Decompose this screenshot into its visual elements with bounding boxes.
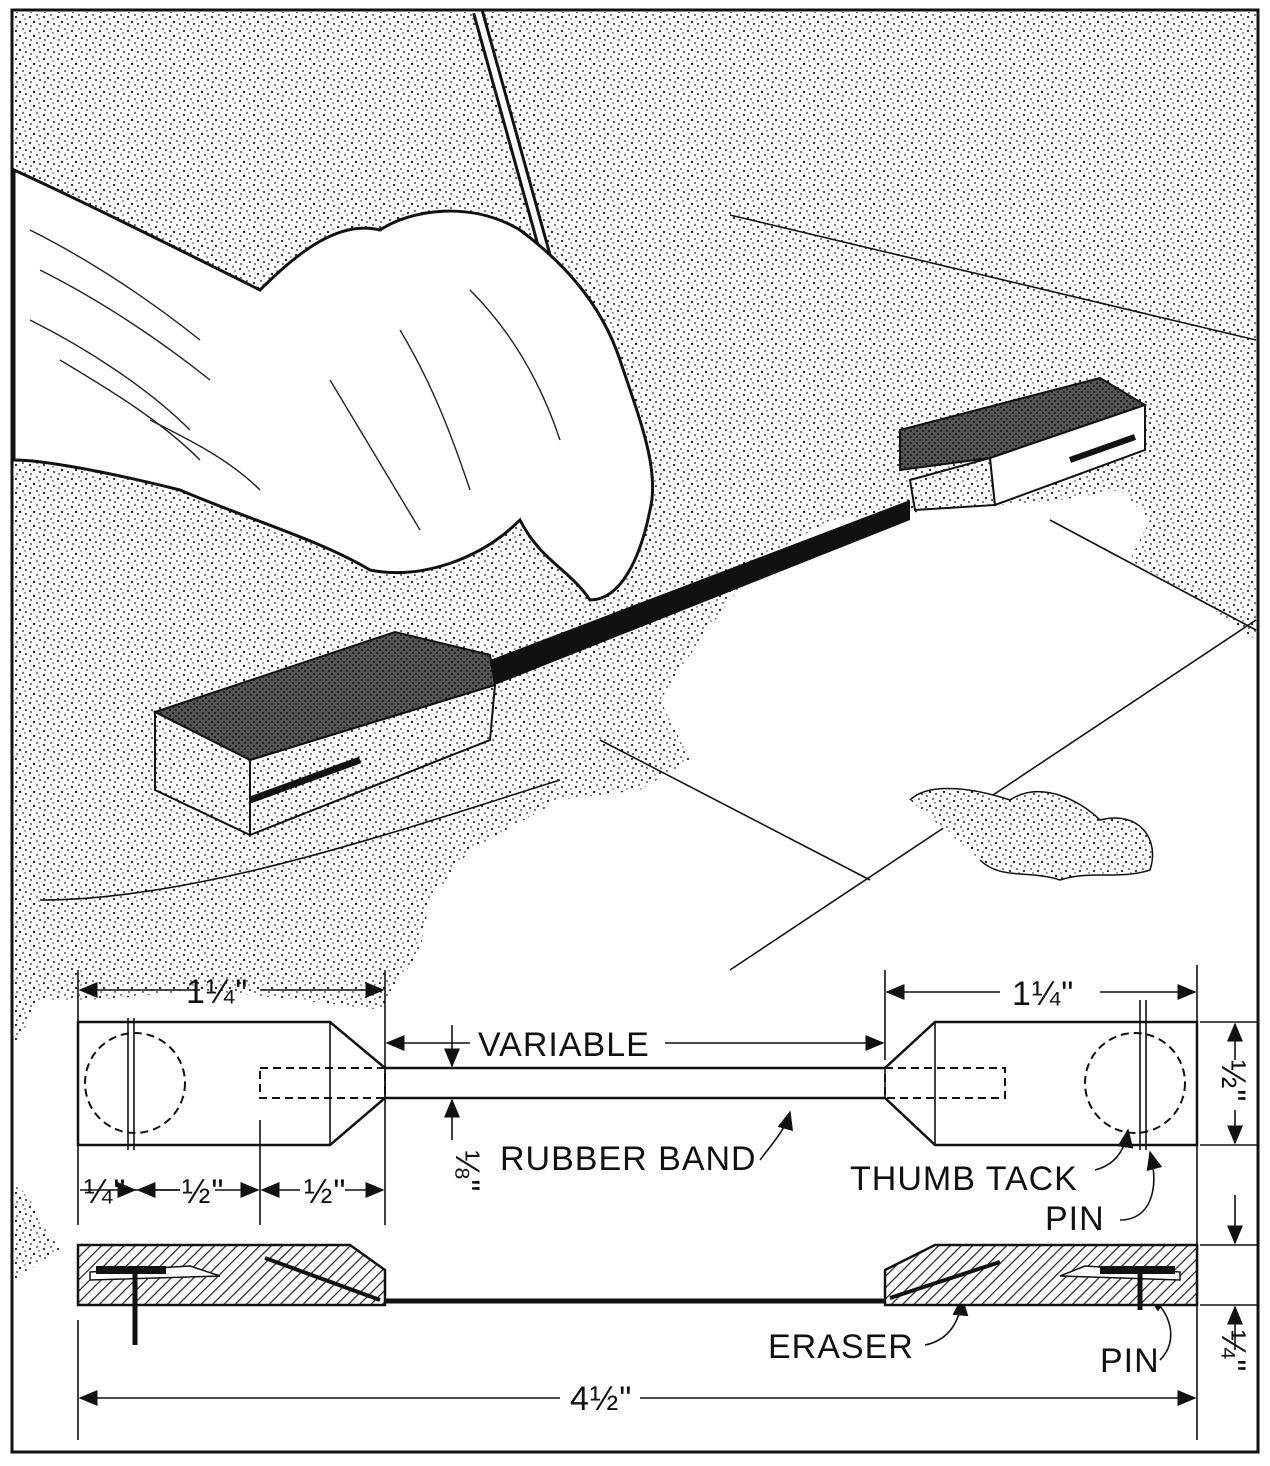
thickness-label: ¼"	[1214, 1330, 1252, 1372]
offset-quarter-label: ¼"	[84, 1173, 126, 1211]
section-view	[76, 1243, 1199, 1345]
right-eraser-block-3d	[899, 376, 1148, 512]
left-block-length-label: 1¼"	[186, 973, 248, 1011]
pin-label-top: PIN	[1045, 1200, 1105, 1238]
pin-label-bottom: PIN	[1100, 1342, 1160, 1380]
right-eraser-section	[883, 1243, 1199, 1307]
thumb-tack-hidden-right	[1084, 1032, 1186, 1134]
thumb-tack-head-left	[96, 1266, 166, 1274]
offset-half-label-1: ½"	[182, 1173, 224, 1211]
left-eraser-section	[76, 1243, 387, 1307]
hand-shading	[29, 229, 561, 531]
rubber-band-label: RUBBER BAND	[500, 1140, 757, 1178]
variable-label: VARIABLE	[478, 1026, 650, 1064]
eraser-label: ERASER	[768, 1328, 914, 1366]
band-width-label: ⅛"	[448, 1150, 486, 1192]
thumb-tack-label: THUMB TACK	[850, 1160, 1078, 1198]
map-island	[909, 787, 1154, 881]
block-width-label: ½"	[1214, 1060, 1252, 1102]
thumb-tack-hidden-left	[84, 1032, 186, 1134]
dimension-lines	[77, 965, 1258, 1440]
offset-half-label-2: ½"	[304, 1173, 346, 1211]
left-eraser-block-3d	[152, 630, 497, 837]
overall-length-label: 4½"	[570, 1380, 632, 1418]
rubber-band-3d	[490, 500, 910, 685]
right-block-length-label: 1¼"	[1012, 975, 1074, 1013]
